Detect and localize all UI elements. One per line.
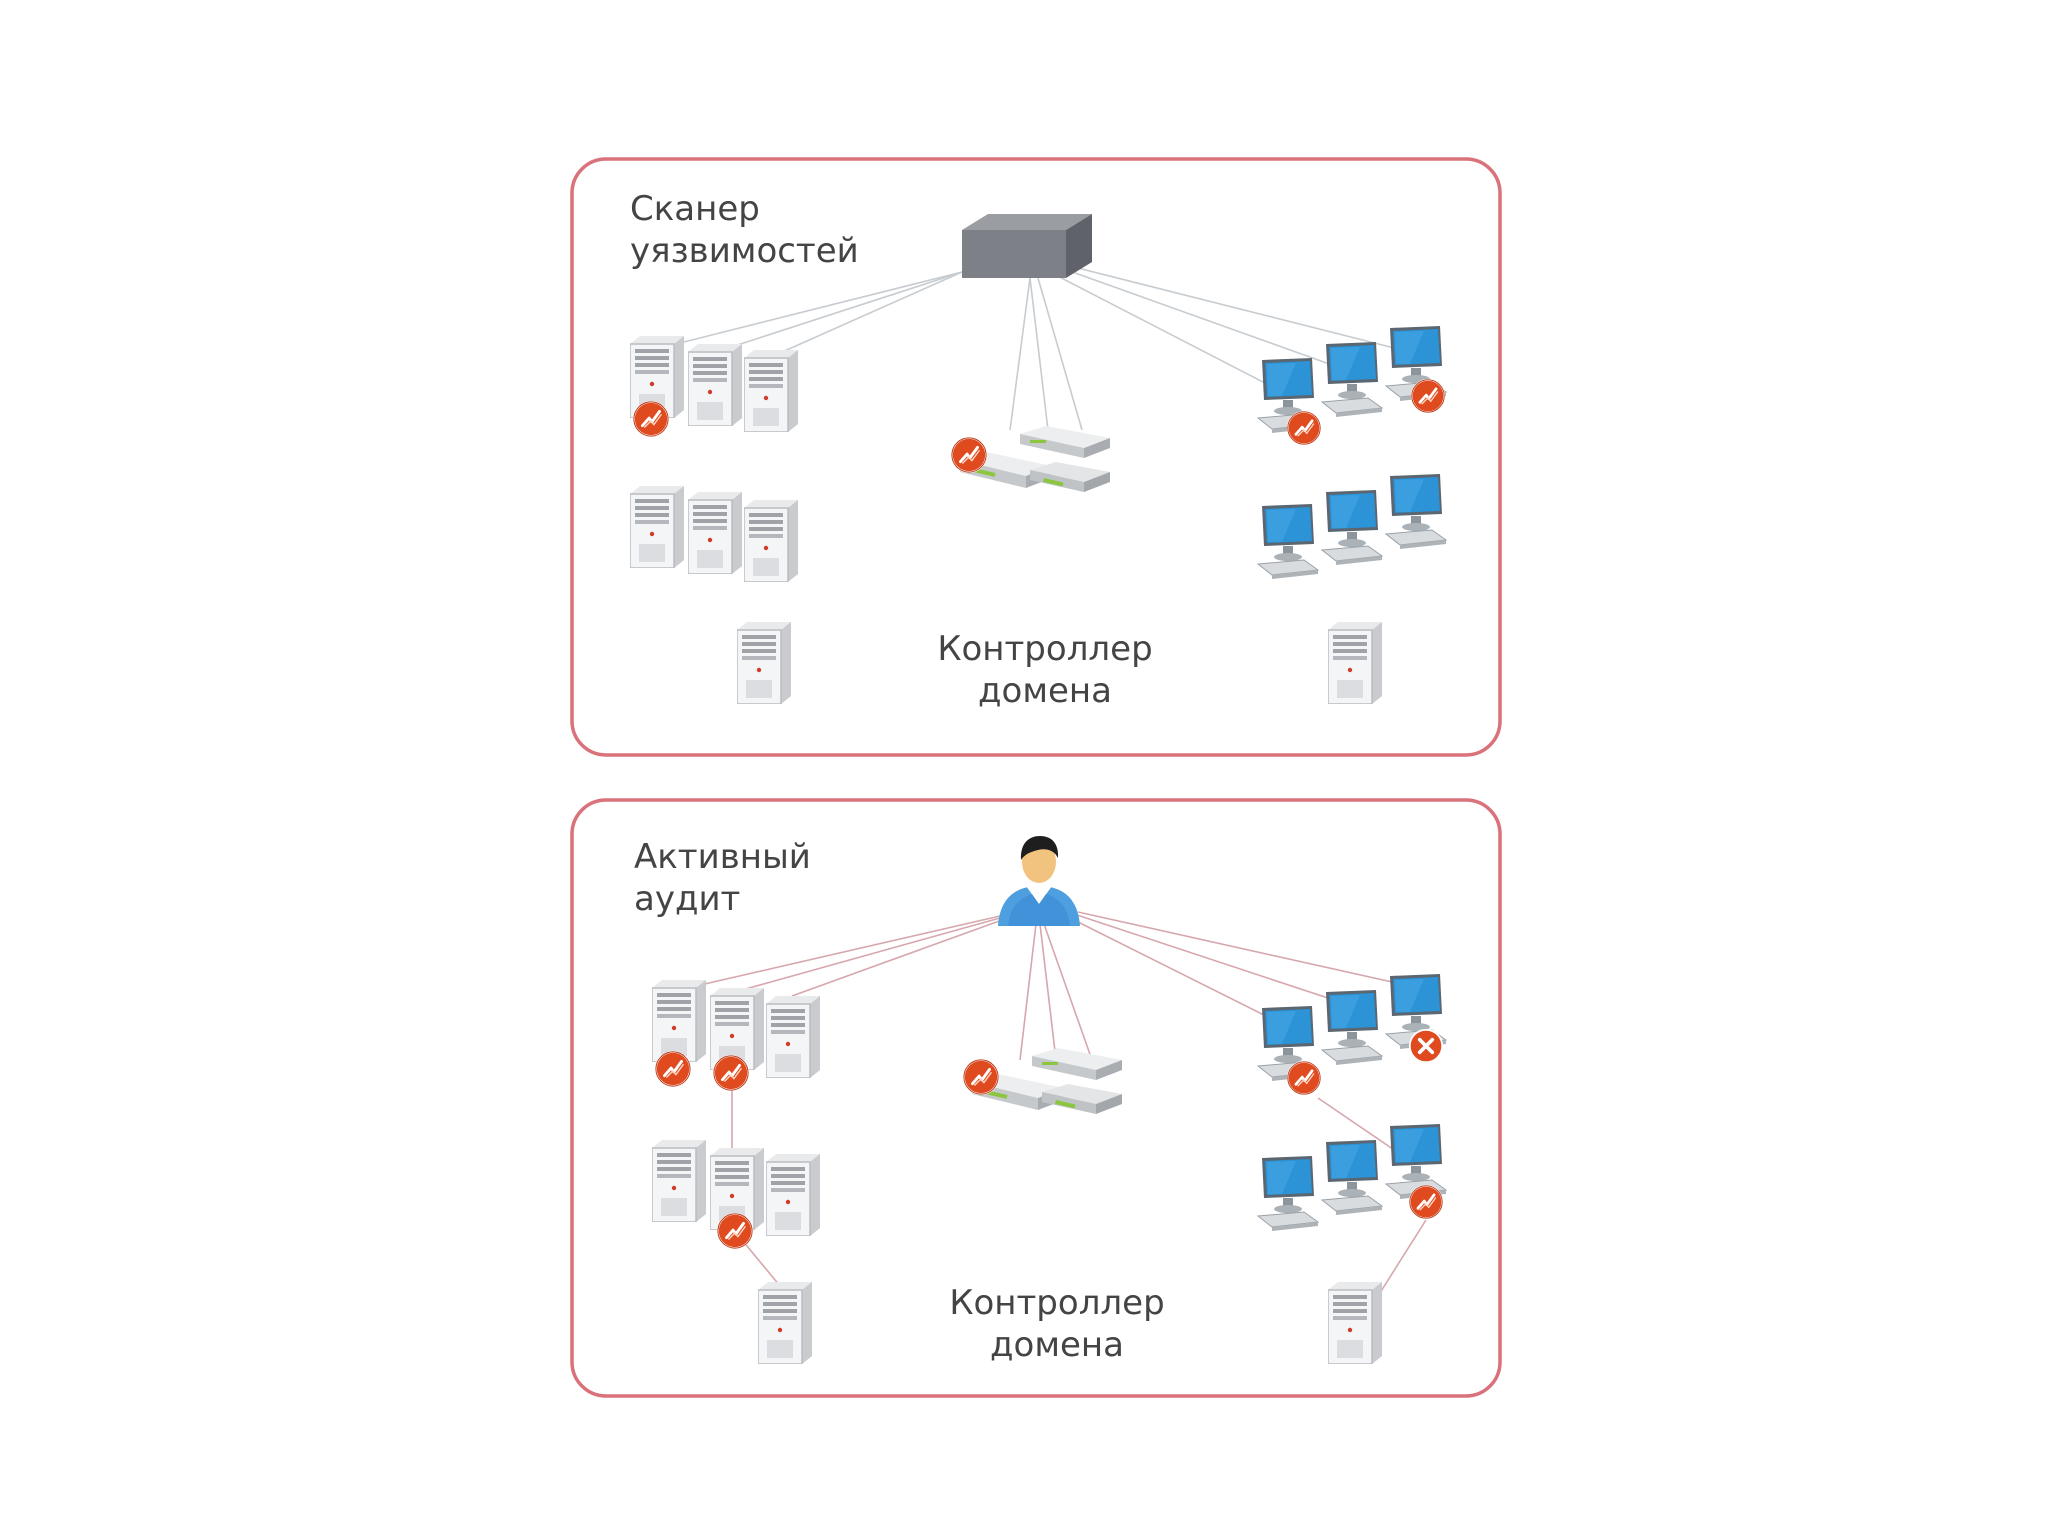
desktop-computer-icon (1321, 1140, 1383, 1216)
panel-active-audit (570, 798, 1502, 1398)
label-line: домена (978, 671, 1112, 711)
vulnerability-badge-icon (712, 1054, 750, 1092)
desktop-computer-icon (1321, 490, 1383, 566)
panel-frame (570, 798, 1502, 1398)
panel-title-active-audit: Активный аудит (634, 836, 811, 920)
server-tower-icon (688, 492, 742, 574)
domain-controller-label: Контроллер домена (932, 1282, 1182, 1366)
domain-controller-label: Контроллер домена (920, 628, 1170, 712)
vulnerability-badge-icon (950, 436, 988, 474)
desktop-computer-icon (1257, 504, 1319, 580)
label-line: домена (990, 1325, 1124, 1365)
vulnerability-badge-icon (962, 1058, 1000, 1096)
desktop-computer-icon (1321, 990, 1383, 1066)
network-devices (950, 426, 1110, 492)
server-tower-icon (766, 996, 820, 1078)
domain-controller-icon (1328, 1282, 1382, 1364)
vulnerability-badge-icon (1408, 1184, 1444, 1220)
server-tower-icon (688, 344, 742, 426)
vulnerability-badge-icon (1286, 1060, 1322, 1096)
connection-lines (695, 911, 1427, 1299)
title-line: уязвимостей (630, 231, 859, 271)
title-line: Активный (634, 837, 811, 877)
server-cluster-bottom (652, 1140, 820, 1250)
workstation-cluster-top (1257, 326, 1447, 446)
server-cluster-bottom (630, 486, 798, 582)
panel-title-scanner: Сканер уязвимостей (630, 188, 859, 272)
server-tower-icon (652, 980, 706, 1062)
auditor-person-icon (998, 836, 1080, 926)
panel-scanner (570, 157, 1502, 757)
desktop-computer-icon (1321, 342, 1383, 418)
workstation-cluster-bottom (1257, 474, 1447, 580)
label-line: Контроллер (937, 629, 1153, 669)
label-line: Контроллер (949, 1283, 1165, 1323)
desktop-computer-icon (1385, 474, 1447, 550)
panel-frame (570, 157, 1502, 757)
vulnerability-badge-icon (1410, 378, 1446, 414)
server-tower-icon (630, 486, 684, 568)
server-tower-icon (737, 622, 791, 704)
vulnerability-badge-icon (632, 400, 670, 438)
server-tower-icon (744, 500, 798, 582)
server-tower-icon (652, 1140, 706, 1222)
workstation-cluster-top (1257, 974, 1447, 1096)
vulnerability-badge-icon (654, 1050, 692, 1088)
server-tower-icon (766, 1154, 820, 1236)
server-tower-icon (744, 350, 798, 432)
desktop-computer-icon (1385, 1124, 1447, 1200)
vulnerability-badge-icon (1286, 410, 1322, 446)
domain-controller-icon (1328, 622, 1382, 704)
connection-lines (671, 261, 1411, 431)
vulnerability-badge-icon (716, 1212, 754, 1250)
server-cluster-top (652, 980, 820, 1092)
network-devices (962, 1048, 1122, 1114)
workstation-cluster-bottom (1257, 1124, 1447, 1232)
scanner-appliance-icon (962, 214, 1092, 278)
title-line: Сканер (630, 189, 760, 229)
server-tower-icon (758, 1282, 812, 1364)
blocked-badge-icon (1408, 1028, 1444, 1064)
title-line: аудит (634, 879, 741, 919)
server-cluster-top (630, 336, 798, 438)
desktop-computer-icon (1257, 1156, 1319, 1232)
